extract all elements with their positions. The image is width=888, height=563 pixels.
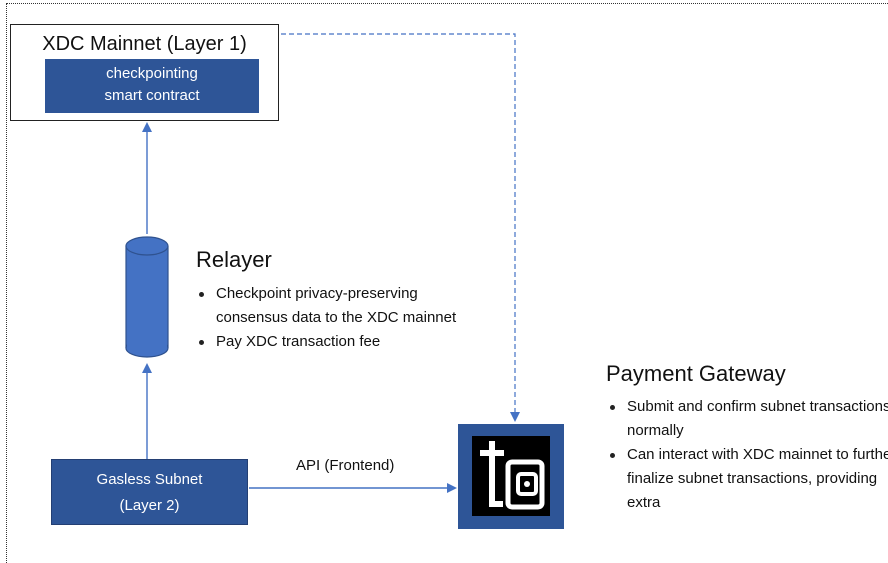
api-frontend-label: API (Frontend) bbox=[296, 457, 395, 474]
subnet-line-1: Gasless Subnet bbox=[96, 471, 203, 488]
relayer-bullet-list: Checkpoint privacy-preserving consensus … bbox=[196, 282, 486, 354]
relayer-cylinder-icon bbox=[125, 236, 169, 358]
dashed-arrow-mainnet-to-gateway bbox=[281, 33, 520, 422]
wallet-plus-icon bbox=[472, 436, 550, 516]
gateway-bullet-list: Submit and confirm subnet transactions n… bbox=[607, 395, 888, 515]
relayer-bullet: Pay XDC transaction fee bbox=[196, 330, 486, 354]
payment-gateway-box bbox=[458, 424, 564, 529]
contract-line-1: checkpointing bbox=[106, 65, 198, 82]
gateway-bullet: Can interact with XDC mainnet to further… bbox=[607, 443, 888, 515]
relayer-bullet: Checkpoint privacy-preserving consensus … bbox=[196, 282, 486, 330]
checkpointing-contract-box: checkpointing smart contract bbox=[45, 59, 259, 113]
gasless-subnet-box: Gasless Subnet (Layer 2) bbox=[51, 459, 248, 525]
xdc-mainnet-box: XDC Mainnet (Layer 1) checkpointing smar… bbox=[10, 24, 279, 121]
contract-line-2: smart contract bbox=[104, 87, 200, 104]
payment-gateway-title: Payment Gateway bbox=[606, 361, 786, 386]
connectors bbox=[125, 33, 520, 493]
gateway-bullet: Submit and confirm subnet transactions n… bbox=[607, 395, 888, 443]
outer-dotted-frame bbox=[6, 3, 888, 563]
relayer-title: Relayer bbox=[196, 247, 272, 272]
subnet-line-2: (Layer 2) bbox=[119, 497, 180, 514]
mainnet-title: XDC Mainnet (Layer 1) bbox=[42, 33, 247, 55]
